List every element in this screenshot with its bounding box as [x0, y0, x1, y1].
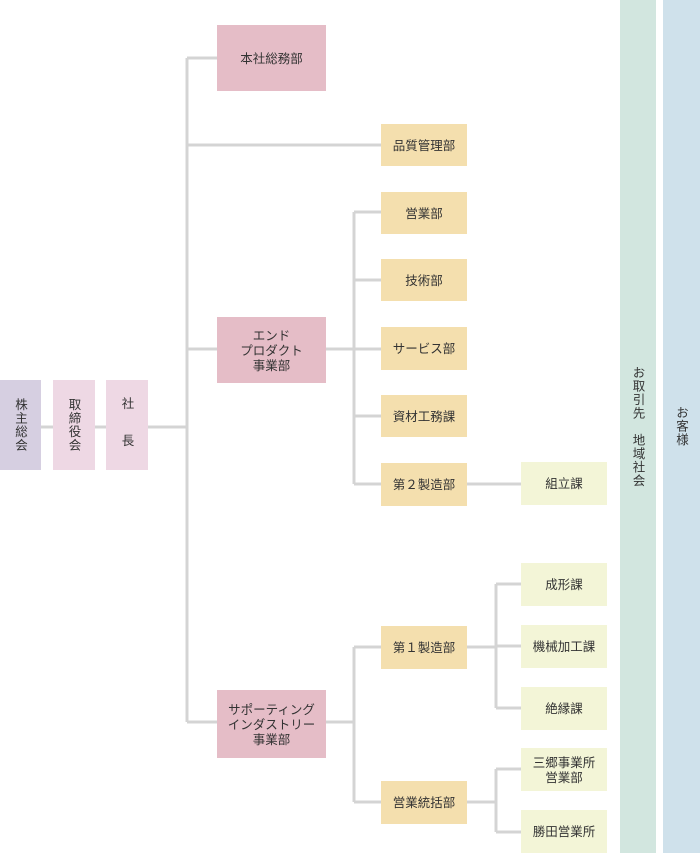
end-product-division-box: エンド プロダクト 事業部	[217, 317, 326, 383]
head-office-general-affairs-box: 本社総務部	[217, 25, 326, 91]
misato-office-sales-box: 三郷事業所 営業部	[521, 748, 607, 791]
sales-dept-box: 営業部	[381, 192, 467, 234]
customers-column: お客様	[663, 0, 700, 853]
assembly-section-box: 組立課	[521, 462, 607, 505]
katsuta-sales-office-box: 勝田営業所	[521, 810, 607, 853]
insulation-section-box: 絶縁課	[521, 687, 607, 730]
service-dept-box: サービス部	[381, 327, 467, 370]
machining-section-box: 機械加工課	[521, 625, 607, 668]
technology-dept-box: 技術部	[381, 259, 467, 301]
manufacturing-dept-2-box: 第２製造部	[381, 463, 467, 506]
shareholders-meeting-box: 株主総会	[0, 380, 41, 470]
sales-general-dept-box: 営業統括部	[381, 781, 467, 824]
materials-engineering-section-box: 資材工務課	[381, 395, 467, 437]
manufacturing-dept-1-box: 第１製造部	[381, 626, 467, 669]
board-of-directors-box: 取締役会	[53, 380, 95, 470]
president-box: 社 長	[106, 380, 148, 470]
forming-section-box: 成形課	[521, 563, 607, 606]
supporting-industry-division-box: サポーティング インダストリー 事業部	[217, 690, 326, 758]
quality-control-dept-box: 品質管理部	[381, 124, 467, 166]
partners-community-column: お取引先 地域社会	[620, 0, 656, 853]
